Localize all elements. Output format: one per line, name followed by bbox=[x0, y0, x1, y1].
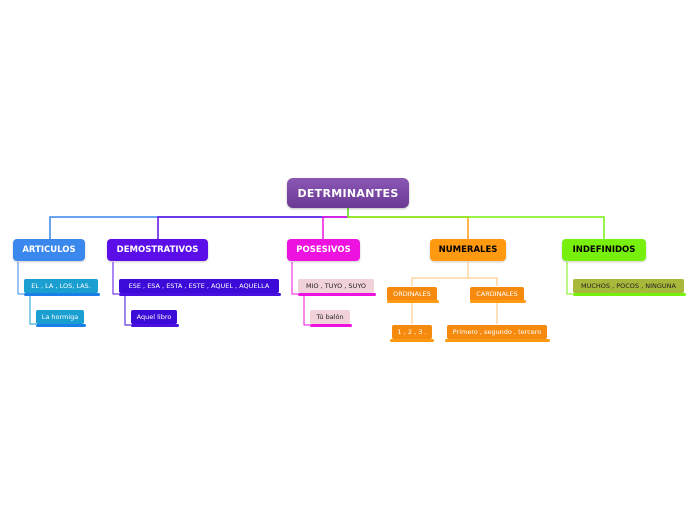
connector-articulos-child2 bbox=[29, 294, 36, 325]
articulos-item-2-underline bbox=[36, 324, 86, 327]
numerales-ordinales-example[interactable]: 1 , 2 , 3 . bbox=[392, 325, 432, 339]
branch-posesivos[interactable]: POSESIVOS bbox=[287, 239, 360, 261]
demostrativos-item-2-underline bbox=[131, 324, 179, 327]
numerales-cardinales[interactable]: CARDINALES bbox=[470, 287, 524, 301]
connector-demostrativos-child1 bbox=[112, 262, 119, 295]
numerales-cardinales-underline bbox=[470, 300, 526, 303]
branch-indefinidos[interactable]: INDEFINIDOS bbox=[562, 239, 646, 261]
numerales-cardinales-example-underline bbox=[445, 339, 550, 342]
articulos-item-2[interactable]: La hormiga bbox=[36, 310, 84, 324]
numerales-ordinales[interactable]: ORDINALES bbox=[387, 287, 437, 301]
connector-posesivos-child2 bbox=[303, 294, 310, 326]
indefinidos-item-1[interactable]: MUCHOS , POCOS , NINGUNA bbox=[573, 279, 684, 293]
connector-posesivos bbox=[322, 216, 348, 239]
demostrativos-item-2[interactable]: Aquel libro bbox=[131, 310, 177, 324]
connector-demostrativos bbox=[157, 216, 348, 239]
indefinidos-item-1-underline bbox=[573, 293, 686, 296]
branch-articulos[interactable]: ARTICULOS bbox=[13, 239, 85, 261]
articulos-item-1[interactable]: EL , LA , LOS, LAS. bbox=[24, 279, 98, 293]
connector-indefinidos bbox=[347, 208, 605, 239]
connector-articulos-child1 bbox=[17, 262, 24, 295]
demostrativos-item-1-underline bbox=[119, 293, 281, 296]
posesivos-item-1-underline bbox=[298, 293, 376, 296]
connector-demostrativos-child2 bbox=[124, 294, 131, 326]
connector-articulos bbox=[49, 208, 349, 239]
root-node[interactable]: DETRMINANTES bbox=[287, 178, 409, 208]
connector-numerales-children bbox=[411, 262, 498, 286]
posesivos-item-1[interactable]: MIO , TUYO , SUYO bbox=[298, 279, 374, 293]
numerales-ordinales-underline bbox=[387, 300, 439, 303]
posesivos-item-2-underline bbox=[310, 324, 352, 327]
branch-numerales[interactable]: NUMERALES bbox=[430, 239, 506, 261]
articulos-item-1-underline bbox=[24, 293, 100, 296]
posesivos-item-2[interactable]: Tú balón bbox=[310, 310, 350, 324]
demostrativos-item-1[interactable]: ESE , ESA , ESTA , ESTE , AQUEL , AQUELL… bbox=[119, 279, 279, 293]
connector-posesivos-child1 bbox=[291, 262, 298, 295]
connector-indefinidos-child1 bbox=[566, 262, 573, 295]
numerales-cardinales-example[interactable]: Primero , segundo , tercero bbox=[447, 325, 547, 339]
numerales-ordinales-example-underline bbox=[390, 339, 434, 342]
connector-numerales bbox=[348, 216, 469, 239]
branch-demostrativos[interactable]: DEMOSTRATIVOS bbox=[107, 239, 208, 261]
